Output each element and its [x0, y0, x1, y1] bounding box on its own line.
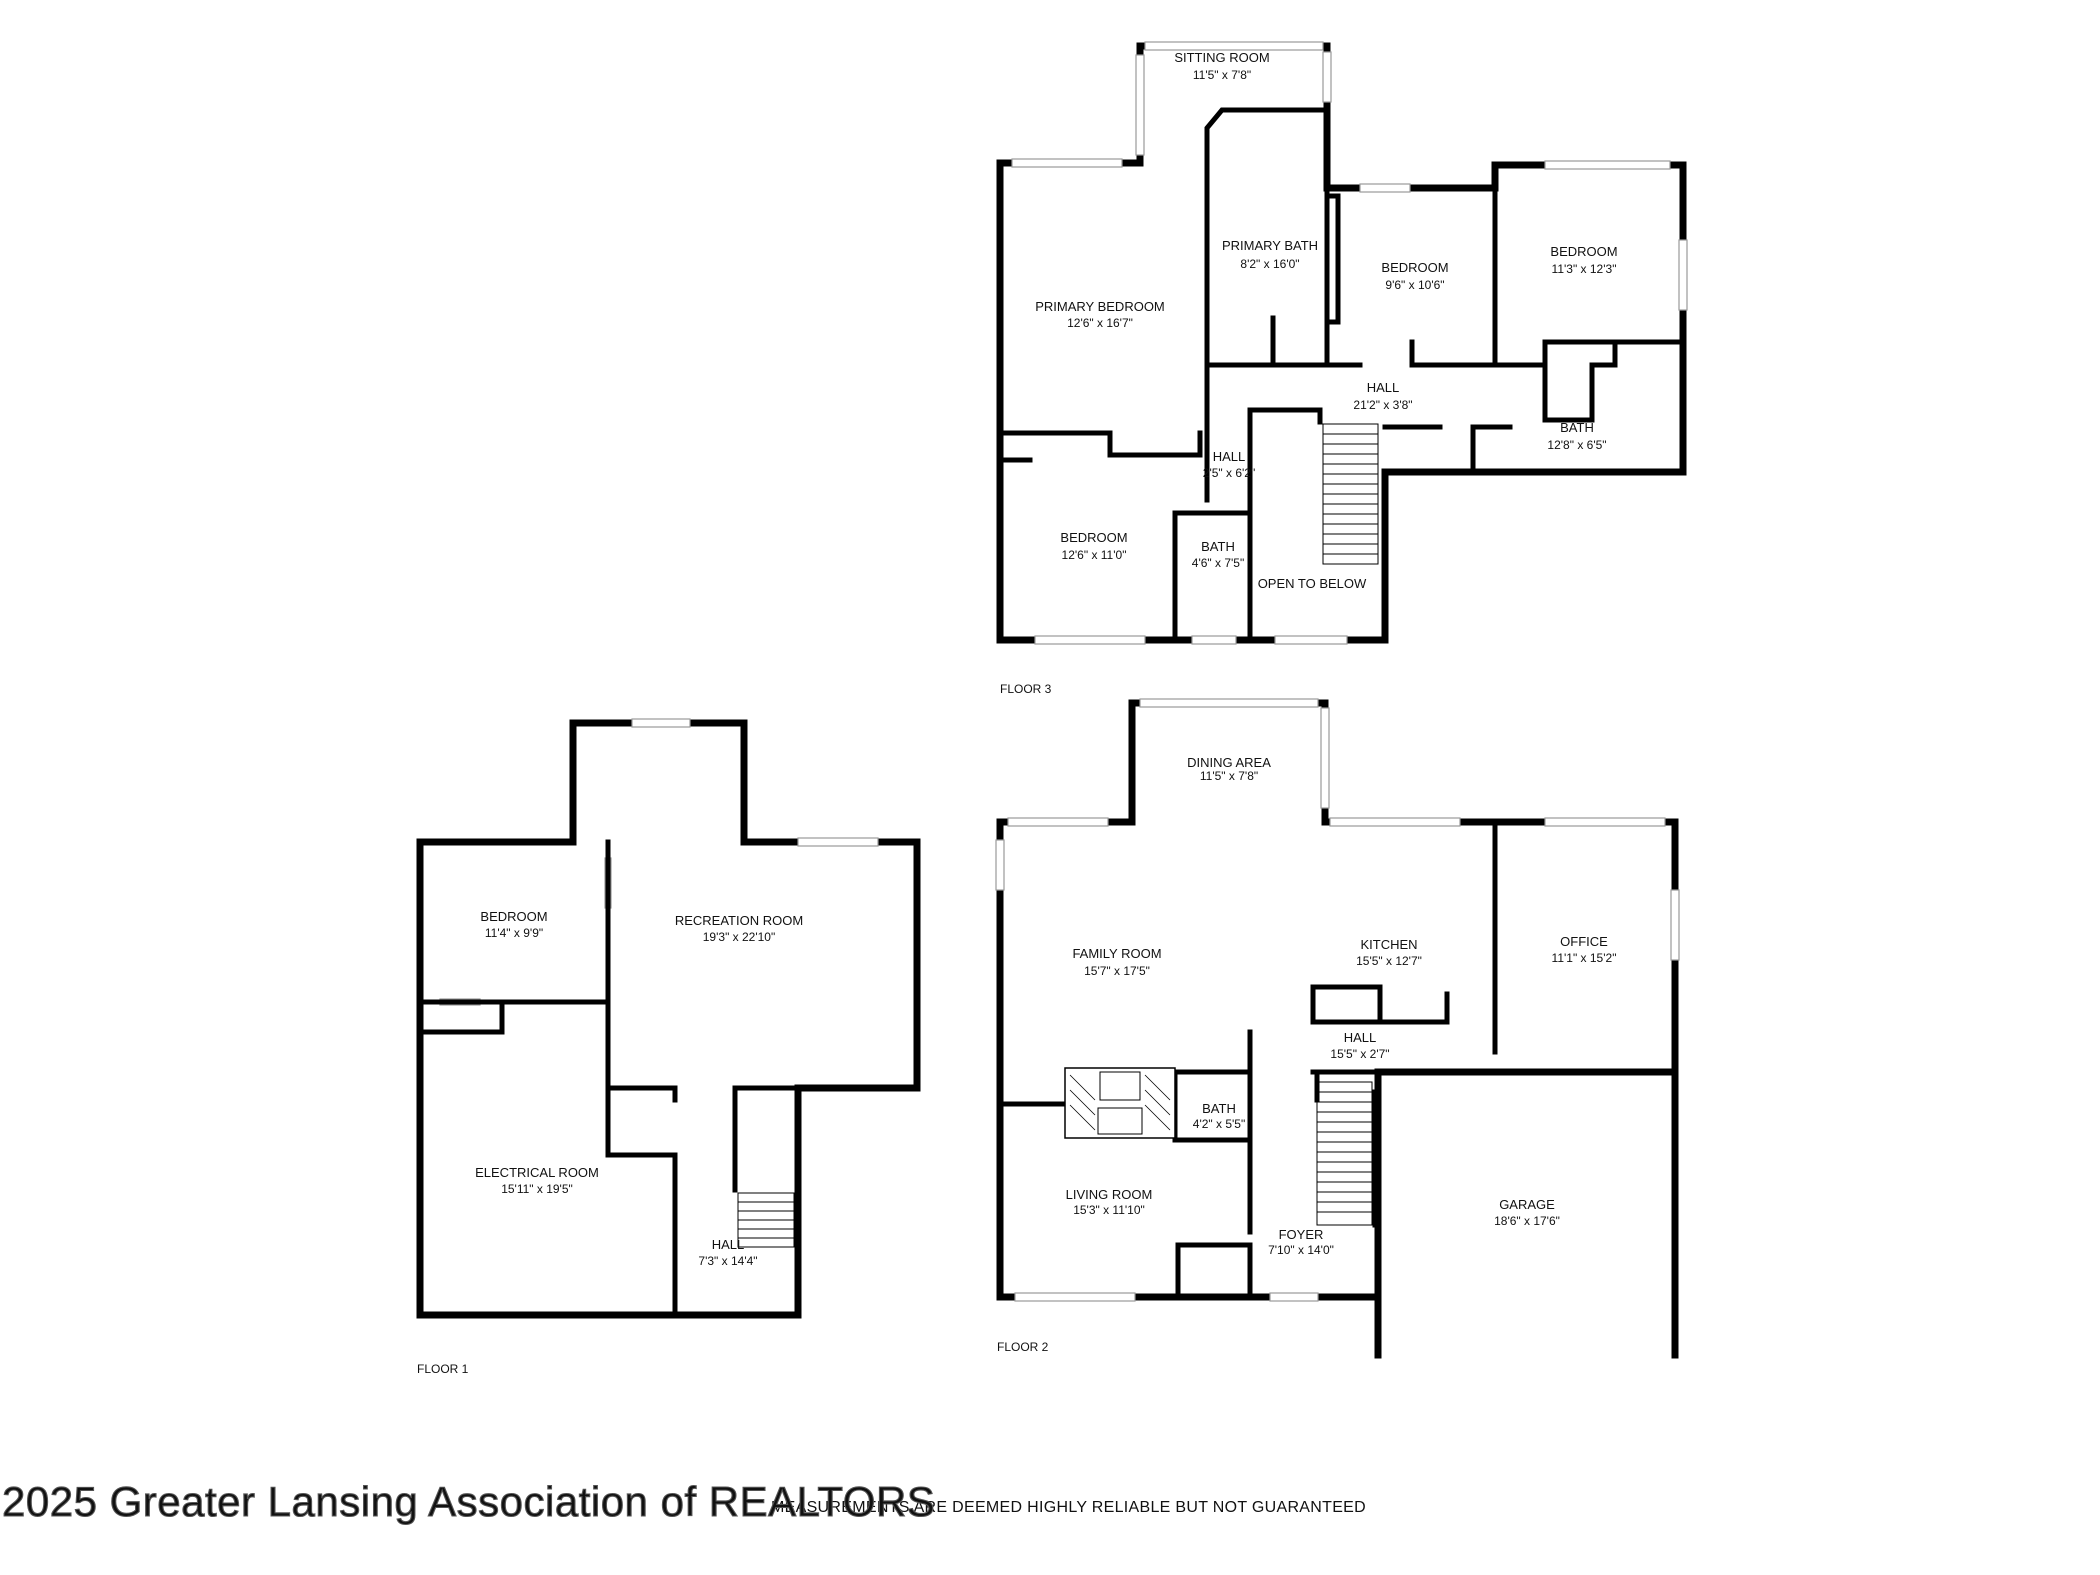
room-dims: 4'2" x 5'5"	[1193, 1117, 1245, 1131]
window	[1359, 183, 1411, 193]
room-dims: 15'5" x 2'7"	[1330, 1047, 1389, 1061]
window	[797, 837, 879, 847]
wall	[1542, 339, 1686, 423]
window	[1329, 817, 1461, 827]
wall	[1172, 1069, 1253, 1235]
room-dims: 19'3" x 22'10"	[703, 930, 776, 944]
room-dims: 11'4" x 9'9"	[485, 926, 543, 940]
room-name: KITCHEN	[1360, 937, 1417, 952]
room-dims: 11'1" x 15'2"	[1552, 951, 1617, 965]
window	[1320, 707, 1330, 809]
room-dims: 12'6" x 11'0"	[1062, 548, 1127, 562]
staircase	[1316, 1081, 1373, 1226]
room-dims: 11'5" x 7'8"	[1193, 68, 1251, 82]
window	[1144, 41, 1324, 51]
room-name: BEDROOM	[1060, 530, 1127, 545]
floor-1-plan: BEDROOM 11'4" x 9'9" RECREATION ROOM 19'…	[416, 718, 921, 1376]
room-dims: 2'5" x 6'2"	[1203, 466, 1255, 480]
room-name: RECREATION ROOM	[675, 913, 803, 928]
window	[1135, 54, 1145, 156]
room-name: HALL	[1344, 1030, 1377, 1045]
room-name: FOYER	[1279, 1227, 1324, 1242]
floor-label: FLOOR 3	[1000, 682, 1052, 696]
wall	[1175, 1242, 1253, 1300]
window	[1322, 51, 1332, 103]
room-dims: 9'6" x 10'6"	[1385, 278, 1444, 292]
room-name: HALL	[712, 1237, 745, 1252]
staircase	[1322, 423, 1379, 565]
room-name: LIVING ROOM	[1066, 1187, 1153, 1202]
room-name: FAMILY ROOM	[1072, 946, 1161, 961]
wall	[1377, 991, 1450, 1025]
fireplace	[1064, 1067, 1176, 1139]
floor-1-outer-wall	[416, 719, 921, 1319]
room-dims: 18'6" x 17'6"	[1494, 1214, 1560, 1228]
wall	[1172, 510, 1253, 643]
wall	[605, 1085, 678, 1315]
window	[1034, 635, 1146, 645]
room-dims: 7'3" x 14'4"	[698, 1254, 757, 1268]
room-name: PRIMARY BATH	[1222, 238, 1318, 253]
room-dims: 7'10" x 14'0"	[1268, 1243, 1334, 1257]
room-name: BATH	[1201, 539, 1235, 554]
room-name: GARAGE	[1499, 1197, 1555, 1212]
room-name: HALL	[1367, 380, 1400, 395]
room-dims: 11'5" x 7'8"	[1200, 769, 1258, 783]
room-name: BEDROOM	[480, 909, 547, 924]
room-dims: 21'2" x 3'8"	[1353, 398, 1412, 412]
watermark: 2025 Greater Lansing Association of REAL…	[2, 1478, 935, 1525]
room-dims: 8'2" x 16'0"	[1240, 257, 1299, 271]
kitchen-island	[1310, 984, 1383, 1025]
window	[1544, 160, 1671, 170]
room-dims: 15'5" x 12'7"	[1356, 954, 1422, 968]
window	[1269, 1292, 1319, 1302]
wall	[605, 999, 678, 1091]
room-dims: 15'11" x 19'5"	[501, 1182, 573, 1196]
room-dims: 4'6" x 7'5"	[1192, 556, 1244, 570]
room-dims: 15'7" x 17'5"	[1084, 964, 1150, 978]
room-name: OFFICE	[1560, 934, 1608, 949]
staircase	[737, 1192, 795, 1248]
floor-label: FLOOR 2	[997, 1340, 1049, 1354]
floor-2-outer-wall	[996, 699, 1679, 1359]
room-name: BATH	[1560, 420, 1594, 435]
room-name: BEDROOM	[1381, 260, 1448, 275]
room-name: PRIMARY BEDROOM	[1035, 299, 1165, 314]
room-dims: 15'3" x 11'10"	[1073, 1203, 1145, 1217]
window	[1191, 635, 1237, 645]
window	[1139, 698, 1319, 708]
wall	[1247, 407, 1323, 643]
window	[631, 718, 691, 728]
window	[995, 839, 1005, 891]
room-dims: 11'3" x 12'3"	[1552, 262, 1617, 276]
floor-3-plan: SITTING ROOM 11'5" x 7'8" PRIMARY BATH 8…	[996, 41, 1688, 696]
room-name: DINING AREA	[1187, 755, 1271, 770]
wall	[417, 999, 505, 1035]
window	[1014, 1292, 1136, 1302]
room-name: BATH	[1202, 1101, 1236, 1116]
floor-label: FLOOR 1	[417, 1362, 469, 1376]
room-name: HALL	[1213, 449, 1246, 464]
wall	[1204, 107, 1330, 368]
window	[1007, 817, 1109, 827]
room-dims: 12'6" x 16'7"	[1067, 316, 1133, 330]
room-name: BEDROOM	[1550, 244, 1617, 259]
window	[1670, 889, 1680, 961]
window	[1544, 817, 1666, 827]
room-name: SITTING ROOM	[1174, 50, 1269, 65]
wall	[1324, 193, 1341, 325]
room-dims: 12'8" x 6'5"	[1547, 438, 1606, 452]
disclaimer: MEASUREMENTS ARE DEEMED HIGHLY RELIABLE …	[771, 1499, 1366, 1516]
room-name: OPEN TO BELOW	[1258, 576, 1367, 591]
wall	[997, 430, 1203, 458]
room-name: ELECTRICAL ROOM	[475, 1165, 599, 1180]
window	[1011, 158, 1123, 168]
window	[1274, 635, 1348, 645]
window	[1678, 239, 1688, 311]
floor-2-plan: DINING AREA 11'5" x 7'8" FAMILY ROOM 15'…	[995, 698, 1680, 1359]
